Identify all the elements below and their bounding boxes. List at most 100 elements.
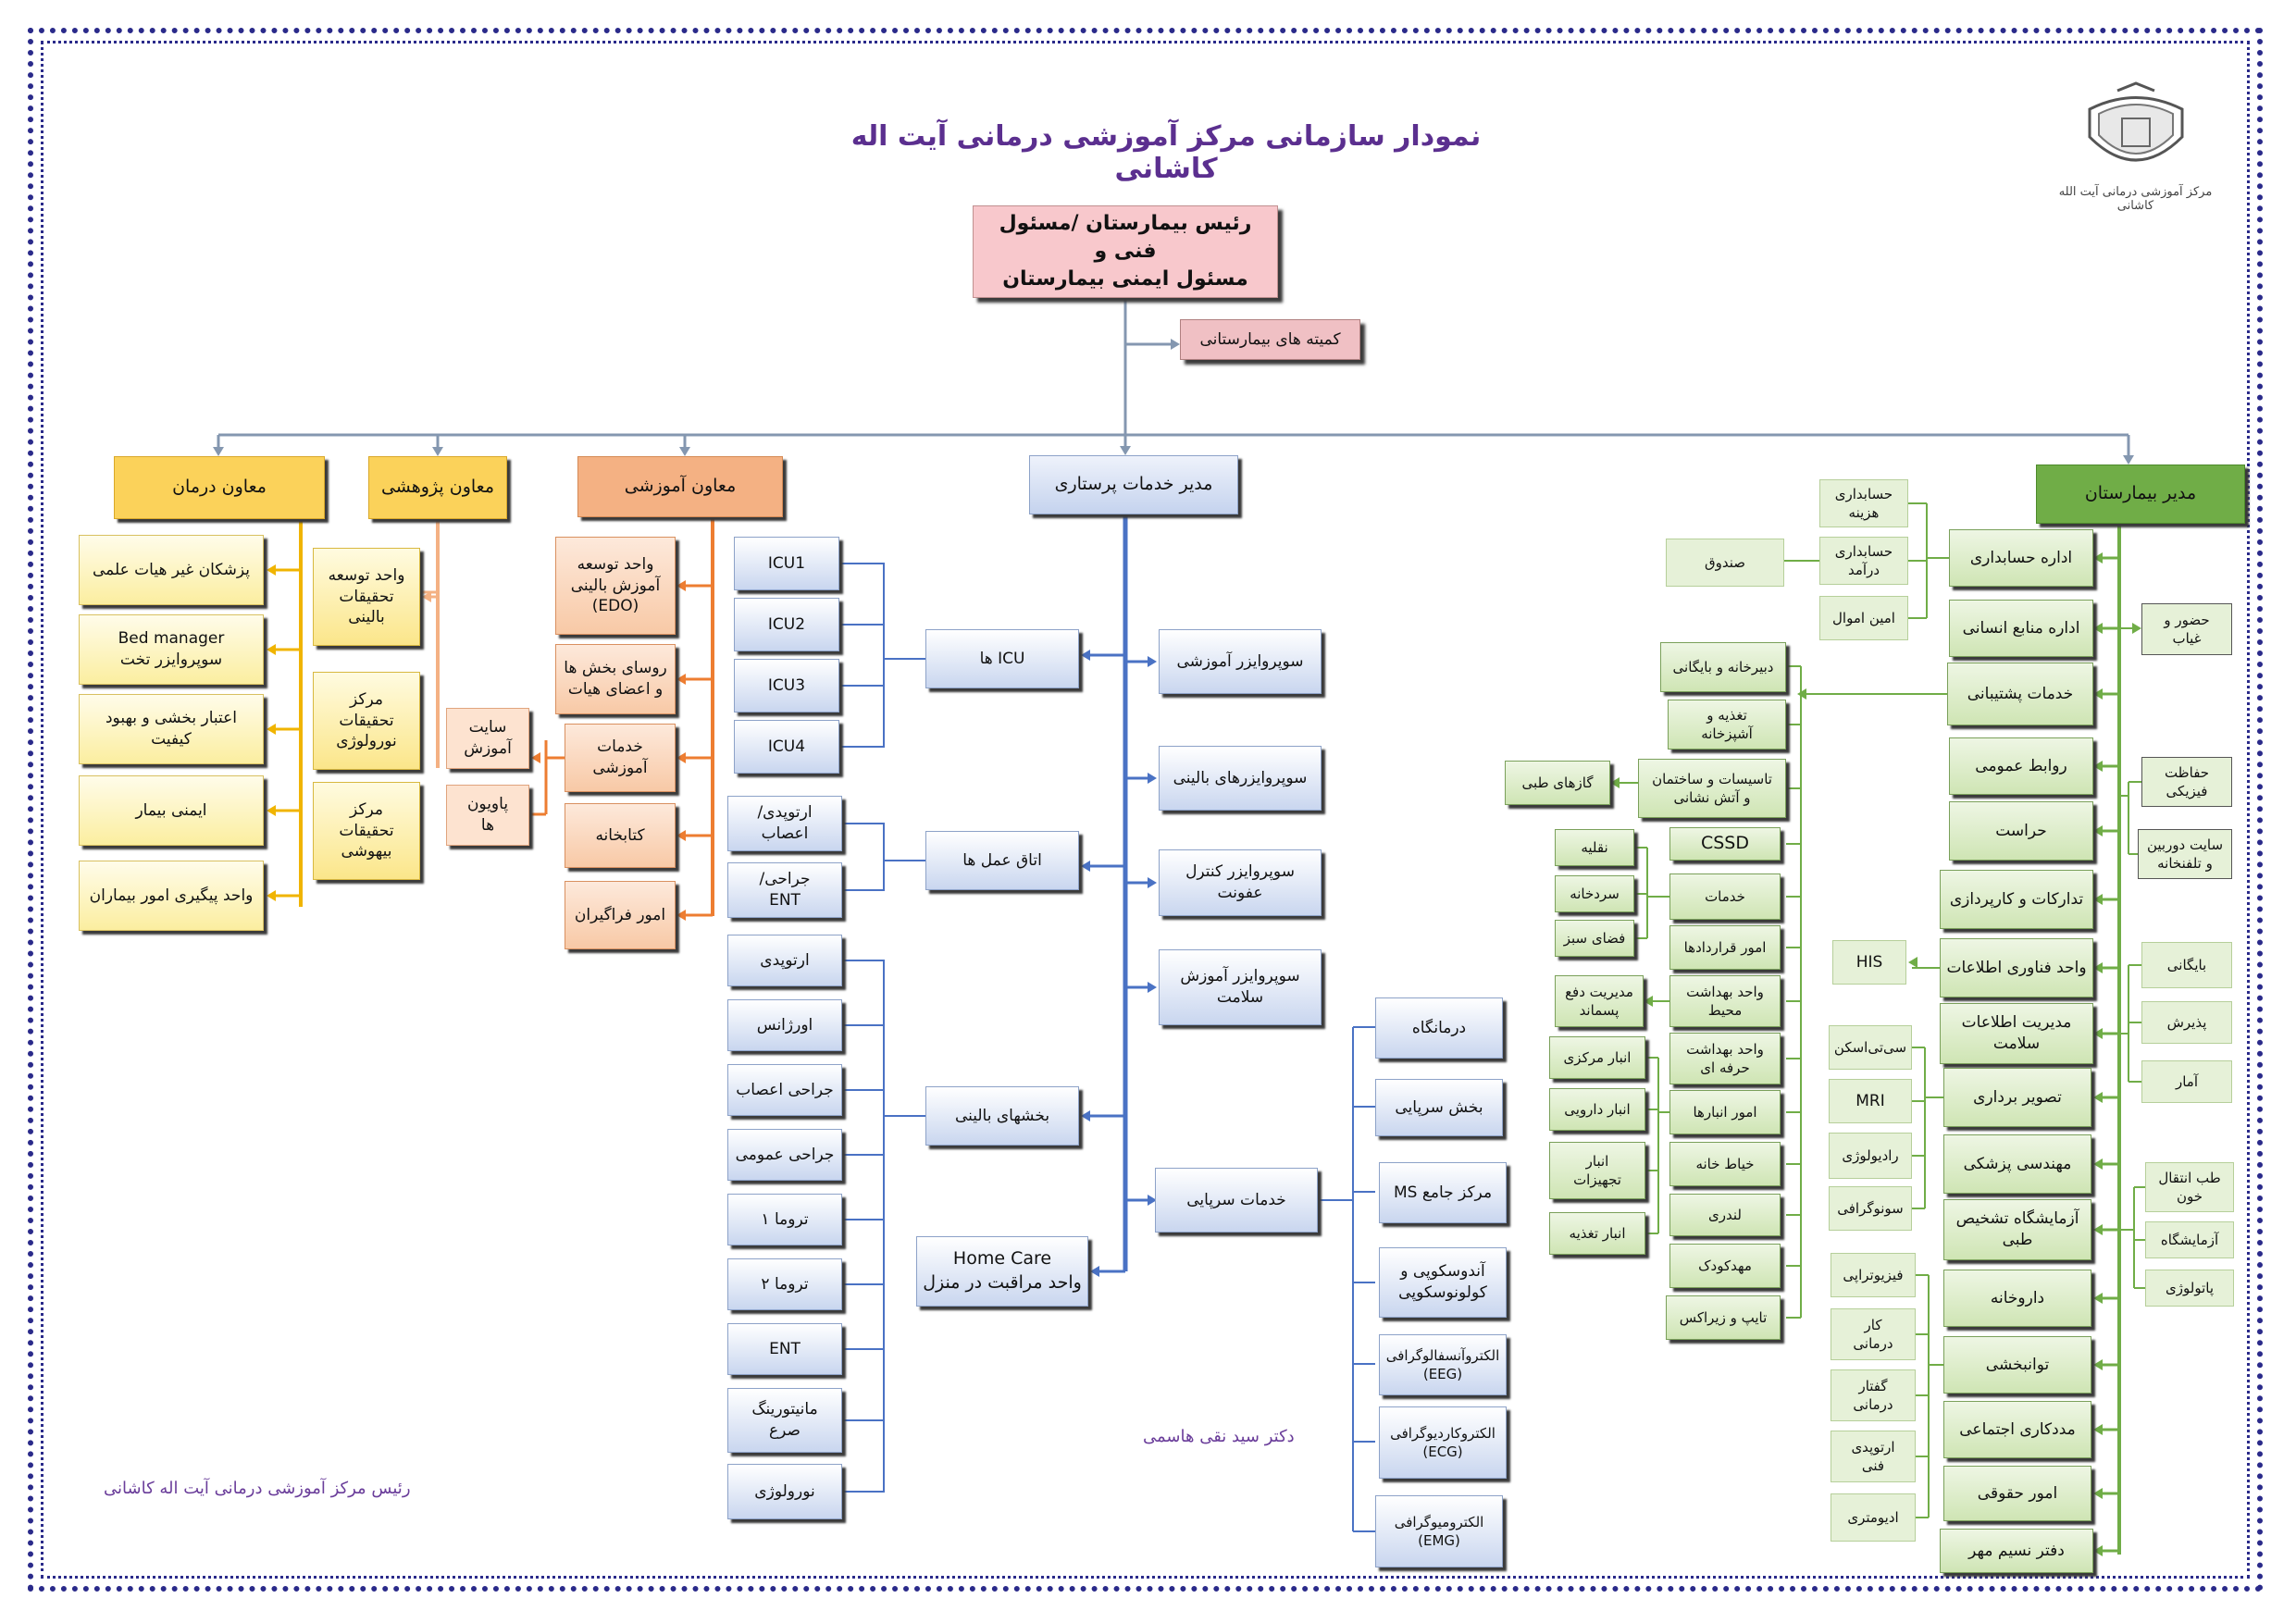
lab-sub-0[interactable]: طب انتقال خون xyxy=(2145,1162,2234,1212)
support-item-8[interactable]: امور انبارها xyxy=(1669,1090,1781,1134)
hm-item-13[interactable]: مددکاری اجتماعی xyxy=(1943,1401,2091,1458)
rehab-sub-4[interactable]: ادیومتری xyxy=(1831,1493,1916,1542)
support-item-0[interactable]: دبیرخانه و بایگانی xyxy=(1660,642,1786,692)
education-item-2[interactable]: خدمات آموزشی xyxy=(565,724,676,792)
ward-item-4[interactable]: تروما ۱ xyxy=(727,1194,842,1245)
rehab-sub-1[interactable]: کار درمانی xyxy=(1831,1308,1916,1360)
security-sub-0[interactable]: حفاظت فیزیکی xyxy=(2141,757,2232,807)
him-sub-0[interactable]: بایگانی xyxy=(2141,942,2232,988)
supervisor-1[interactable]: سوپروایزرهای بالینی xyxy=(1159,746,1322,811)
outpatient-item-3[interactable]: آندوسکوپی و کولونوسکوپی xyxy=(1379,1247,1507,1318)
support-item-9[interactable]: خیاط خانه xyxy=(1669,1142,1781,1186)
treatment-item-2[interactable]: اعتبار بخشی و بهبود کیفیت xyxy=(79,694,264,764)
hm-item-6[interactable]: واحد فناوری اطلاعات xyxy=(1940,938,2093,997)
icu-item-1[interactable]: ICU2 xyxy=(734,598,839,651)
hm-item-2[interactable]: خدمات پشتیبانی xyxy=(1947,663,2093,725)
waste-management-box[interactable]: مدیریت دفع پسماند xyxy=(1555,975,1644,1027)
support-item-5[interactable]: امور قراردادها xyxy=(1669,925,1781,970)
hm-item-8[interactable]: تصویر برداری xyxy=(1943,1068,2091,1127)
icu-item-2[interactable]: ICU3 xyxy=(734,659,839,712)
pavilions-box[interactable]: پاویون ها xyxy=(446,785,529,846)
his-box[interactable]: HIS xyxy=(1832,940,1906,985)
accounting-sub-0[interactable]: حسابداری هزینه xyxy=(1819,479,1908,527)
ward-item-2[interactable]: جراحی اعصاب xyxy=(727,1064,842,1116)
attendance-box[interactable]: حضور و غیاب xyxy=(2141,603,2232,655)
ward-item-0[interactable]: ارتوپدی xyxy=(727,935,842,986)
hm-item-5[interactable]: تدارکات و کارپردازی xyxy=(1940,870,2093,929)
support-item-4[interactable]: خدمات xyxy=(1669,873,1781,920)
hm-item-15[interactable]: دفتر نسیم مهر xyxy=(1940,1529,2093,1573)
research-item-1[interactable]: مرکز تحقیقات نورولوژی xyxy=(313,672,420,770)
support-item-12[interactable]: تایپ و زیراکس xyxy=(1666,1295,1781,1340)
outpatient-item-2[interactable]: مرکز جامع MS xyxy=(1379,1162,1507,1223)
education-item-0[interactable]: واحد توسعه آموزش بالینی (EDO) xyxy=(555,537,676,635)
imaging-sub-1[interactable]: MRI xyxy=(1829,1079,1912,1123)
treatment-item-1[interactable]: Bed manager سوپروایزر تخت xyxy=(79,614,264,685)
warehouse-3[interactable]: انبار تغذیه xyxy=(1549,1212,1645,1255)
hospital-manager-header[interactable]: مدیر بیمارستان xyxy=(2036,465,2245,524)
support-item-2[interactable]: تاسیسات و ساختمان و آتش نشانی xyxy=(1638,759,1786,818)
icu-item-3[interactable]: ICU4 xyxy=(734,720,839,774)
support-item-11[interactable]: مهدکودک xyxy=(1669,1244,1781,1288)
accounting-sub-2[interactable]: امین اموال xyxy=(1819,596,1908,640)
research-item-0[interactable]: واحد توسعه تحقیقات بالینی xyxy=(313,548,420,646)
outpatient-item-0[interactable]: درمانگاه xyxy=(1375,997,1503,1059)
lab-sub-1[interactable]: آزمایشگاه xyxy=(2145,1221,2234,1258)
rehab-sub-0[interactable]: فیزیوتراپی xyxy=(1831,1253,1916,1297)
accounting-sub-1[interactable]: حسابداری درآمد xyxy=(1819,537,1908,585)
medical-gases-box[interactable]: گازهای طبی xyxy=(1505,761,1610,805)
imaging-sub-3[interactable]: سونوگرافی xyxy=(1829,1186,1912,1231)
rehab-sub-2[interactable]: گفتار درمانی xyxy=(1831,1369,1916,1421)
or-item-0[interactable]: ارتوپدی/ اعصاب xyxy=(727,796,842,851)
outpatient-item-1[interactable]: بخش سرپایی xyxy=(1375,1079,1503,1136)
education-item-4[interactable]: امور فراگیران xyxy=(565,881,676,949)
ward-item-3[interactable]: جراحی عمومی xyxy=(727,1129,842,1181)
warehouse-1[interactable]: انبار دارویی xyxy=(1549,1088,1645,1131)
nursing-director-header[interactable]: مدیر خدمات پرستاری xyxy=(1029,455,1238,514)
ward-item-1[interactable]: اورژانس xyxy=(727,999,842,1051)
outpatient-item-4[interactable]: الکتروآنسفالوگرافی (EEG) xyxy=(1379,1334,1507,1395)
hm-item-12[interactable]: توانبخشی xyxy=(1943,1336,2091,1394)
ward-item-8[interactable]: نورولوژی xyxy=(727,1464,842,1519)
hm-item-3[interactable]: روابط عمومی xyxy=(1949,737,2093,795)
hm-item-9[interactable]: مهندسی پزشکی xyxy=(1943,1134,2091,1194)
support-item-7[interactable]: واحد بهداشت حرفه ای xyxy=(1669,1033,1781,1084)
clinical-wards-group-box[interactable]: بخشهای بالینی xyxy=(925,1086,1079,1146)
education-deputy-header[interactable]: معاون آموزشی xyxy=(577,456,783,517)
supervisor-3[interactable]: سوپروایزر آموزش سلامت xyxy=(1159,949,1322,1025)
fund-box[interactable]: صندوق xyxy=(1666,539,1784,587)
warehouse-2[interactable]: انبار تجهیزات xyxy=(1549,1142,1645,1199)
hm-item-11[interactable]: داروخانه xyxy=(1943,1270,2091,1327)
icu-item-0[interactable]: ICU1 xyxy=(734,537,839,590)
lab-sub-2[interactable]: پاتولوژی xyxy=(2145,1270,2234,1307)
imaging-sub-2[interactable]: رادیولوژی xyxy=(1829,1133,1912,1179)
imaging-sub-0[interactable]: سی‌تی‌اسکن xyxy=(1829,1025,1912,1070)
treatment-item-0[interactable]: پزشکان غیر هیات علمی xyxy=(79,535,264,605)
services-sub-2[interactable]: فضای سبز xyxy=(1555,920,1634,957)
ward-item-5[interactable]: تروما ۲ xyxy=(727,1258,842,1310)
education-item-3[interactable]: کتابخانه xyxy=(565,803,676,868)
hm-item-4[interactable]: حراست xyxy=(1949,801,2093,861)
hm-item-14[interactable]: امور حقوقی xyxy=(1943,1466,2091,1521)
treatment-item-4[interactable]: واحد پیگیری امور بیماران xyxy=(79,861,264,931)
him-sub-2[interactable]: آمار xyxy=(2141,1060,2232,1103)
support-item-6[interactable]: واحد بهداشت محیط xyxy=(1669,975,1781,1027)
education-item-1[interactable]: روسای بخش ها و اعضای هیات xyxy=(555,644,676,714)
hm-item-0[interactable]: اداره حسابداری xyxy=(1949,529,2093,587)
outpatient-services-group-box[interactable]: خدمات سرپایی xyxy=(1155,1168,1318,1233)
research-deputy-header[interactable]: معاون پژوهشی xyxy=(368,456,507,519)
ward-item-7[interactable]: مانیتورینگ صرع xyxy=(727,1388,842,1453)
treatment-item-3[interactable]: ایمنی بیمار xyxy=(79,775,264,846)
warehouse-0[interactable]: انبار مرکزی xyxy=(1549,1036,1645,1079)
training-site-box[interactable]: سایت آموزش xyxy=(446,708,529,769)
research-item-2[interactable]: مرکز تحقیقات بیهوشی xyxy=(313,782,420,880)
outpatient-item-5[interactable]: الکتروکاردیوگرافی (ECG) xyxy=(1379,1406,1507,1479)
outpatient-item-6[interactable]: الکترومیوگرافی (EMG) xyxy=(1375,1495,1503,1567)
hm-item-10[interactable]: آزمایشگاه تشخیص طبی xyxy=(1943,1199,2091,1260)
him-sub-1[interactable]: پذیرش xyxy=(2141,1001,2232,1044)
treatment-deputy-header[interactable]: معاون درمان xyxy=(114,456,325,519)
or-item-1[interactable]: جراحی/ ENT xyxy=(727,862,842,918)
rehab-sub-3[interactable]: ارتوپدی فنی xyxy=(1831,1431,1916,1482)
operating-rooms-group-box[interactable]: اتاق عمل ها xyxy=(925,831,1079,890)
supervisor-0[interactable]: سوپروایزر آموزشی xyxy=(1159,629,1322,694)
